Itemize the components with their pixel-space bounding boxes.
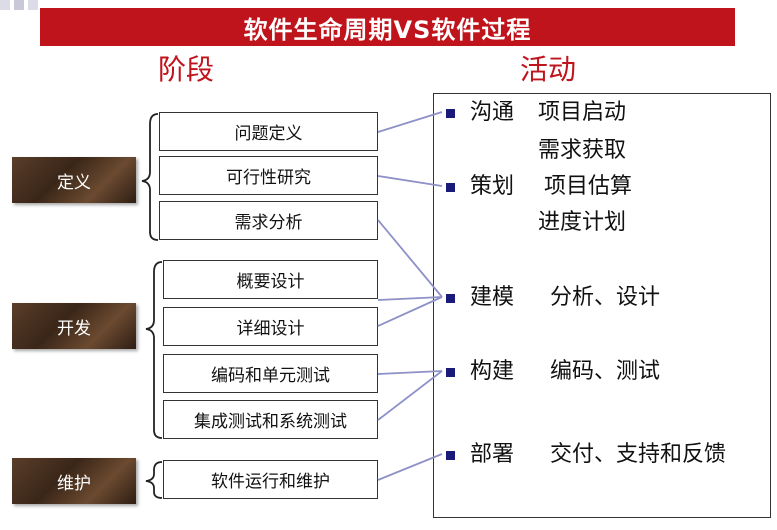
brace-maintain [145,461,163,499]
activity-construct-name: 构建 [470,359,515,384]
link-outline-to-model [377,296,443,301]
stage-coding-unit-test: 编码和单元测试 [163,354,378,393]
link-detailed-to-model [377,296,443,327]
activity-communicate-name: 沟通 [470,100,515,125]
activity-construct-item-1: 编码、测试 [550,359,661,384]
link-feasibility-to-plan [377,175,443,187]
stage-detailed-design: 详细设计 [163,307,378,346]
activity-deploy-item-1: 交付、支持和反馈 [550,442,727,467]
phase-define: 定义 [12,157,136,203]
link-integration-to-construct [377,370,443,421]
link-coding-to-construct [377,370,443,375]
bullet-plan [446,183,455,192]
activity-plan-item-1: 项目估算 [544,174,633,199]
activity-communicate-item-1: 项目启动 [538,100,627,125]
activity-communicate-item-2: 需求获取 [538,138,627,163]
bullet-construct [446,368,455,377]
activities-header: 活动 [520,53,577,86]
activity-model-name: 建模 [470,285,515,310]
stage-outline-design: 概要设计 [163,260,378,299]
link-problem-to-communicate [377,111,443,133]
stage-integration-system-test: 集成测试和系统测试 [163,400,378,439]
decor-square-2 [14,0,24,10]
stage-feasibility-study: 可行性研究 [159,156,378,195]
stage-operation-maintenance: 软件运行和维护 [163,460,378,499]
activity-plan-name: 策划 [470,174,515,199]
link-requirements-to-model [377,219,443,298]
decor-square-1 [0,0,10,10]
brace-develop [145,261,163,439]
activity-deploy-name: 部署 [470,442,515,467]
bullet-communicate [446,109,455,118]
stages-header: 阶段 [158,53,215,86]
brace-define [141,113,159,241]
activities-panel: 沟通 项目启动 需求获取 策划 项目估算 进度计划 建模 分析、设计 构建 编码… [433,93,771,518]
stage-problem-definition: 问题定义 [159,112,378,151]
phase-develop: 开发 [12,303,136,349]
activity-model-item-1: 分析、设计 [550,285,661,310]
stage-requirements-analysis: 需求分析 [159,201,378,240]
bullet-deploy [446,451,455,460]
decor-square-3 [28,0,38,10]
phase-maintain: 维护 [12,458,136,504]
activity-plan-item-2: 进度计划 [538,210,627,235]
bullet-model [446,294,455,303]
link-operation-to-deploy [377,453,443,481]
page-title: 软件生命周期VS软件过程 [40,8,735,46]
